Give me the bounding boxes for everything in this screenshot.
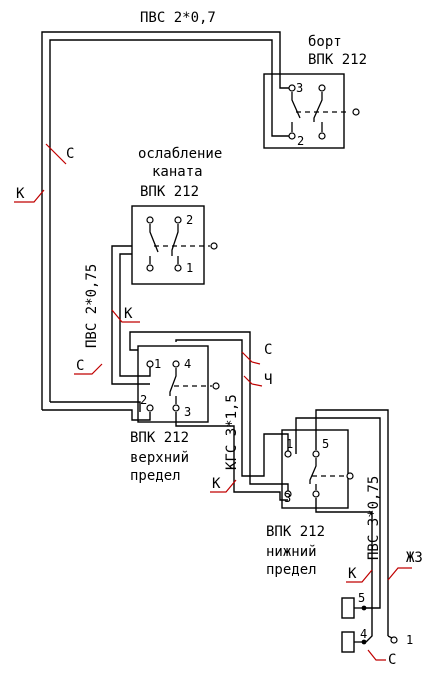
upper-terminal-4-label: 4: [184, 357, 191, 371]
mark-c-bottom: С: [388, 652, 396, 668]
upper-switch-housing: [137, 345, 209, 423]
lower-switch-housing: [281, 429, 349, 509]
mark-ch-mid: Ч: [264, 372, 272, 388]
label-slack-line1: ослабление: [138, 146, 222, 162]
upper-terminal-3-label: 3: [184, 405, 191, 419]
bort-contact-right: [313, 92, 323, 132]
slack-terminal-left-bottom: [146, 264, 154, 272]
label-cable-mid: КГС 3*1,5: [224, 394, 240, 470]
marker-k-right: [346, 569, 373, 583]
bort-terminal-2: [288, 132, 296, 140]
mark-k-top: К: [16, 186, 25, 202]
label-slack-model: ВПК 212: [140, 184, 199, 200]
slack-terminal-1-label: 1: [186, 261, 193, 275]
terminal-block-cell-5: [341, 597, 355, 619]
label-cable-right: ПВС 3*0,75: [366, 476, 382, 560]
marker-zh3: [387, 567, 412, 581]
mark-k-right: К: [348, 566, 357, 582]
label-slack-line2: каната: [152, 164, 203, 180]
label-upper-model: ВПК 212: [130, 430, 189, 446]
bort-terminal-3-label: 3: [296, 81, 303, 95]
wire-markers: [14, 143, 412, 661]
label-bort-title: борт: [308, 34, 342, 50]
terminal-block-cell-4: [341, 631, 355, 653]
lower-terminal-1-label: 1: [286, 437, 293, 451]
slack-terminal-left-top: [146, 216, 154, 224]
label-cable-top: ПВС 2*0,7: [140, 10, 216, 26]
lower-terminal-right-bottom: [312, 490, 320, 498]
terminal-block: 5 4 1: [341, 591, 413, 653]
bort-terminal-2-label: 2: [297, 134, 304, 148]
mark-c-mid: С: [264, 342, 272, 358]
bort-actuator: [352, 108, 360, 116]
mark-c-top: С: [66, 146, 74, 162]
cable-right-pvs-3x075: [295, 409, 389, 643]
cable-top-to-upper: [42, 401, 151, 421]
upper-terminal-4: [172, 360, 180, 368]
marker-k-mid: [210, 479, 237, 493]
mark-k-left: К: [124, 306, 133, 322]
switch-bort: 3 2: [263, 73, 360, 149]
terminal-1-label: 1: [406, 633, 413, 647]
label-upper-line1: верхний: [130, 450, 189, 466]
label-bort-model: ВПК 212: [308, 52, 367, 68]
upper-terminal-1: [146, 360, 154, 368]
lower-actuator: [346, 472, 354, 480]
cable-left-pvs-2x075: [111, 245, 151, 385]
lower-contact: [309, 458, 317, 490]
marker-c-mid: [241, 351, 261, 365]
bort-switch-housing: [263, 73, 345, 149]
switch-upper-limit: 1 4 2 3: [137, 345, 220, 423]
marker-k-top: [14, 189, 45, 203]
label-upper-line2: предел: [130, 468, 181, 484]
lower-terminal-5: [312, 450, 320, 458]
label-lower-model: ВПК 212: [266, 524, 325, 540]
upper-terminal-1-label: 1: [154, 357, 161, 371]
slack-contact-right: [171, 224, 179, 264]
upper-actuator: [212, 382, 220, 390]
slack-terminal-1: [174, 264, 182, 272]
upper-terminal-2: [146, 404, 154, 412]
bort-terminal-3: [288, 84, 296, 92]
slack-terminal-2: [174, 216, 182, 224]
label-cable-left: ПВС 2*0,75: [84, 264, 100, 348]
switch-lower-limit: 1 5 3: [281, 429, 354, 509]
terminal-4-label: 4: [360, 627, 367, 641]
mark-zh3: Ж3: [406, 550, 423, 566]
marker-c-top: [45, 143, 67, 165]
terminal-5-label: 5: [358, 591, 365, 605]
bort-terminal-right-bottom: [318, 132, 326, 140]
label-lower-line1: нижний: [266, 544, 317, 560]
slack-contact-left: [149, 224, 159, 264]
lower-terminal-3-label: 3: [284, 491, 291, 505]
marker-k-left: [111, 309, 140, 323]
slack-switch-housing: [131, 205, 205, 285]
upper-contact: [169, 368, 177, 404]
lower-terminal-3: [284, 490, 292, 498]
lower-terminal-1: [284, 450, 292, 458]
slack-actuator: [210, 242, 218, 250]
slack-terminal-2-label: 2: [186, 213, 193, 227]
label-lower-line2: предел: [266, 562, 317, 578]
upper-terminal-3: [172, 404, 180, 412]
cable-top-pvs-2x07: [41, 31, 292, 410]
bort-terminal-right-top: [318, 84, 326, 92]
marker-ch-mid: [243, 375, 263, 387]
switch-slack-rope: 2 1: [131, 205, 218, 285]
mark-c-left: С: [76, 358, 84, 374]
lower-terminal-5-label: 5: [322, 437, 329, 451]
terminal-1: [390, 636, 398, 644]
marker-c-left: [74, 363, 103, 375]
marker-c-bottom: [367, 649, 386, 661]
upper-terminal-2-label: 2: [140, 393, 147, 407]
cable-mid-kgs-3x15: [129, 331, 289, 501]
mark-k-mid: К: [212, 476, 221, 492]
